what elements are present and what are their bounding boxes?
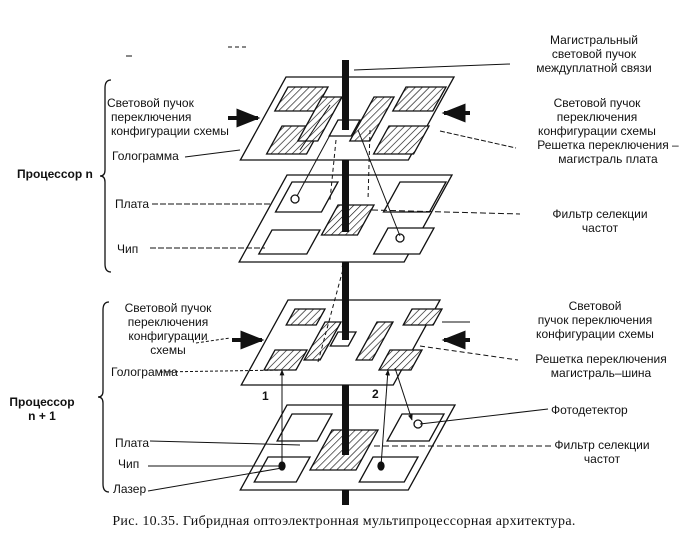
leader — [371, 209, 521, 215]
leader — [242, 117, 259, 124]
label-line: световой пучок — [551, 47, 637, 61]
label-line: пучок переключения — [537, 313, 653, 327]
trunk-beam — [342, 385, 349, 455]
label-line: Световой — [568, 299, 622, 313]
label-line: Фильтр селекции — [554, 438, 650, 452]
label-line: переключения — [127, 315, 209, 329]
board-label: Плата — [115, 197, 150, 211]
label-line: Решетка переключения – — [537, 138, 679, 152]
trunk-beam — [342, 160, 349, 232]
label-line: междуплатной связи — [536, 61, 652, 75]
hologram-pad — [377, 349, 424, 371]
leader — [147, 467, 283, 492]
hologram-pad — [402, 308, 444, 326]
hologram-strip — [296, 96, 344, 142]
leader — [353, 63, 511, 71]
label-line: n + 1 — [28, 409, 56, 423]
leader — [419, 408, 549, 425]
leader — [184, 149, 241, 158]
path-2-label: 2 — [372, 387, 379, 401]
leader — [149, 440, 301, 446]
hologram-pad — [262, 349, 309, 371]
left-switch-beam-label: Световой пучок переключения конфигурации… — [107, 96, 229, 138]
beam — [357, 129, 401, 237]
filter-label-n1: Фильтр селекции частот — [554, 438, 649, 466]
beam — [367, 129, 371, 201]
laser-label: Лазер — [113, 482, 147, 496]
path-1-label: 1 — [262, 389, 269, 403]
photodetector-icon — [395, 233, 405, 243]
grating-label: Решетка переключения – магистраль плата — [537, 138, 678, 166]
brace-processor-n — [99, 79, 112, 273]
trunk-beam — [342, 262, 349, 340]
grating-label-n1: Решетка переключения магистраль–шина — [535, 352, 666, 380]
chip-label: Чип — [117, 242, 139, 256]
filter-label: Фильтр селекции частот — [552, 207, 647, 235]
chip-box — [274, 181, 340, 213]
hologram-pad — [372, 125, 431, 155]
chip-box — [358, 456, 420, 483]
board-label-n1: Плата — [115, 436, 150, 450]
label-line: Световой пучок — [553, 96, 641, 110]
hologram-pad — [285, 308, 327, 326]
chip-box — [257, 229, 322, 255]
chip-box — [372, 227, 436, 255]
label-line: конфигурации — [128, 329, 208, 343]
left-switch-beam-label-n1: Световой пучок переключения конфигурации… — [125, 301, 212, 357]
chip-label-n1: Чип — [118, 457, 140, 471]
label-line: Световой пучок — [124, 301, 212, 315]
beam-2 — [380, 369, 391, 467]
photodetector-icon — [290, 194, 300, 204]
label-line: Фильтр селекции — [552, 207, 648, 221]
leader — [419, 345, 519, 361]
beam-up — [299, 104, 331, 151]
hologram-strip — [355, 321, 395, 361]
label-line: конфигурации схемы — [538, 124, 656, 138]
hologram-strip — [303, 321, 343, 361]
leader — [439, 130, 517, 149]
label-line: частот — [583, 452, 621, 466]
leader — [159, 369, 284, 373]
hologram-label: Голограмма — [112, 149, 179, 163]
processor-n1-title: Процессор n + 1 — [9, 395, 74, 423]
processor-n-title: Процессор n — [17, 167, 93, 181]
label-line: конфигурации схемы — [111, 124, 229, 138]
label-line: Решетка переключения — [535, 352, 667, 366]
label-line: Процессор — [9, 395, 75, 409]
label-line: магистраль плата — [558, 152, 658, 166]
brace-processor-n1 — [97, 301, 110, 493]
right-switch-beam-label-n1: Световой пучок переключения конфигурации… — [536, 299, 654, 341]
hologram-label-n1: Голограмма — [111, 365, 178, 379]
beam — [296, 134, 331, 197]
trunk-beam — [342, 60, 349, 130]
beam — [329, 139, 337, 201]
label-line: Магистральный — [550, 33, 638, 47]
label-line: Световой пучок — [107, 96, 194, 110]
leader — [195, 337, 231, 344]
label-line: схемы — [150, 343, 186, 357]
beam-up-dashed — [317, 261, 346, 363]
label-line: частот — [581, 221, 619, 235]
right-switch-beam-label: Световой пучок переключения конфигурации… — [538, 96, 656, 138]
label-line: магистраль–шина — [550, 366, 652, 380]
hologram-strip — [348, 96, 396, 142]
label-line: конфигурации схемы — [536, 327, 654, 341]
hologram-pad — [391, 86, 448, 112]
label-line: переключения — [556, 110, 638, 124]
beam-to-detector — [394, 367, 413, 421]
figure-caption: Рис. 10.35. Гибридная оптоэлектронная му… — [112, 514, 576, 529]
label-line: переключения — [111, 110, 192, 124]
photodetector-label: Фотодетектор — [551, 403, 628, 417]
trunk-beam-label: Магистральный световой пучок междуплатно… — [536, 33, 652, 75]
